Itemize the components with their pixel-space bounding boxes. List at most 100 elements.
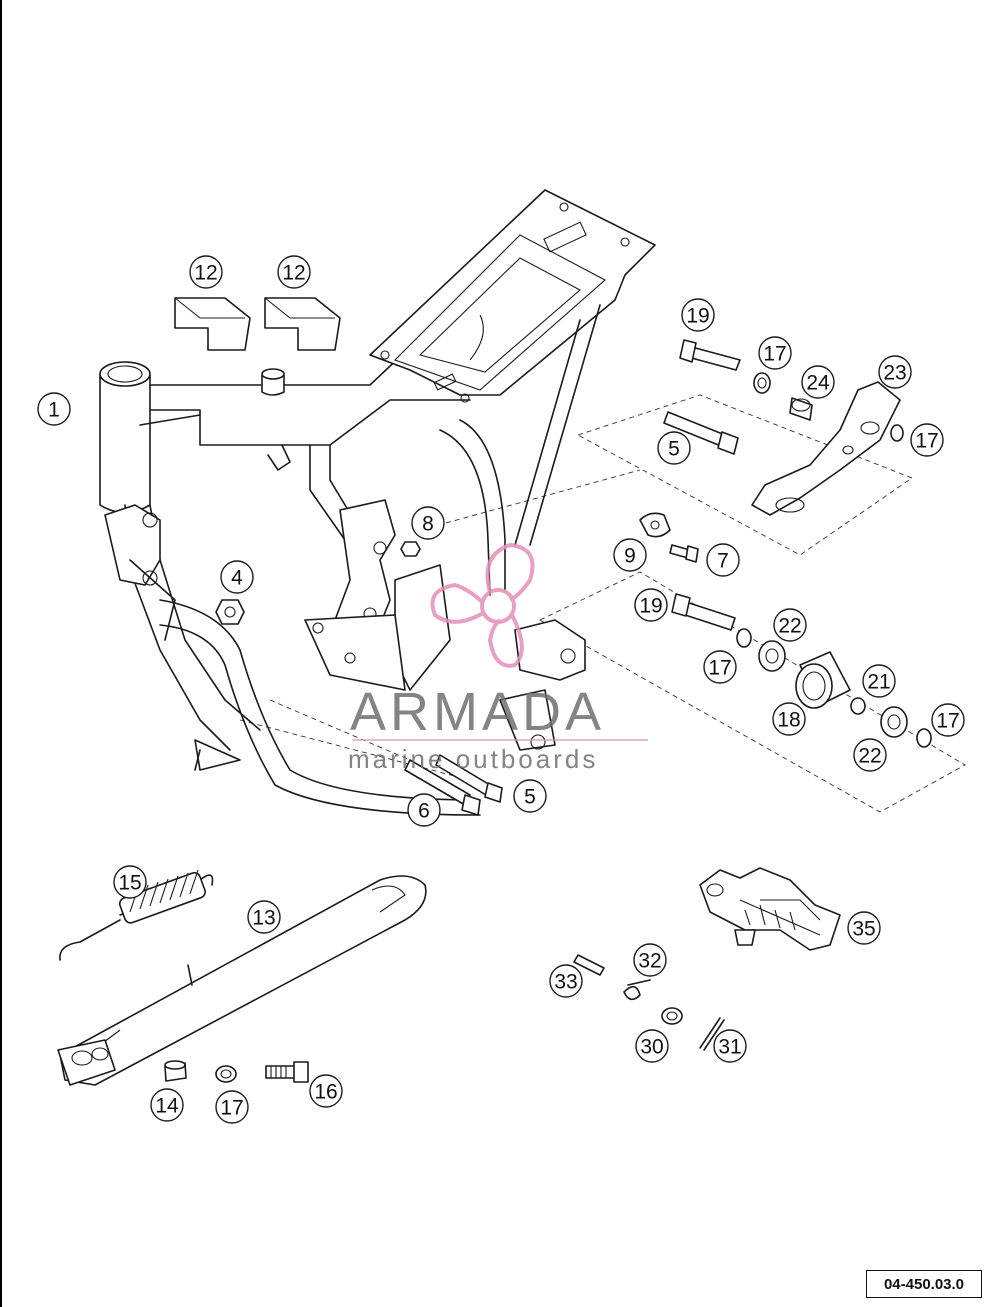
page-edge-rule (0, 0, 2, 1307)
callout-circle (613, 538, 647, 572)
callout-part-12: 12 (189, 255, 223, 289)
diagram-reference-code: 04-450.03.0 (866, 1270, 982, 1298)
callout-number: 18 (777, 709, 800, 732)
callout-circle (635, 1029, 669, 1063)
part-12-rubber-pads (174, 297, 341, 351)
callout-number: 32 (638, 950, 661, 973)
callout-circle (247, 900, 281, 934)
assembly-guide-lines (239, 394, 966, 813)
callout-number: 17 (915, 430, 938, 453)
callout-part-33: 33 (549, 964, 583, 998)
callout-part-19: 19 (681, 298, 715, 332)
callout-circle (758, 336, 792, 370)
callout-part-17: 17 (215, 1090, 249, 1124)
callout-circle (113, 865, 147, 899)
callout-number: 17 (220, 1097, 243, 1120)
callout-circle (773, 608, 807, 642)
callout-part-4: 4 (220, 560, 254, 594)
callout-part-1: 1 (37, 392, 71, 426)
callout-number: 8 (422, 513, 434, 536)
callout-part-32: 32 (633, 943, 667, 977)
callout-circle (862, 664, 896, 698)
callout-part-23: 23 (878, 355, 912, 389)
part-8-nut (400, 541, 421, 557)
callout-circle (189, 255, 223, 289)
callout-number: 5 (668, 438, 680, 461)
callout-number: 13 (252, 907, 275, 930)
callout-part-14: 14 (150, 1088, 184, 1122)
callout-number: 15 (118, 872, 141, 895)
callout-number: 30 (640, 1036, 663, 1059)
callout-part-18: 18 (772, 702, 806, 736)
callout-part-30: 30 (635, 1029, 669, 1063)
callout-part-22: 22 (853, 738, 887, 772)
callout-part-35: 35 (847, 911, 881, 945)
callout-circle (633, 943, 667, 977)
callout-number: 1 (48, 399, 60, 422)
brake-pedal-assembly (663, 339, 904, 516)
callout-number: 21 (867, 671, 890, 694)
callout-number: 35 (852, 918, 875, 941)
callout-part-16: 16 (309, 1074, 343, 1108)
callout-part-5: 5 (657, 431, 691, 465)
callout-circle (910, 423, 944, 457)
callout-circle (681, 298, 715, 332)
callout-circle (657, 431, 691, 465)
callout-part-17: 17 (703, 650, 737, 684)
callout-circle (853, 738, 887, 772)
callout-number: 17 (708, 657, 731, 680)
callout-part-9: 9 (613, 538, 647, 572)
callout-circle (703, 650, 737, 684)
callout-circle (150, 1088, 184, 1122)
part-9-clip-part-7-bolt (639, 512, 699, 563)
callout-part-13: 13 (247, 900, 281, 934)
callout-part-22: 22 (773, 608, 807, 642)
callout-number: 14 (155, 1095, 179, 1118)
callout-part-24: 24 (801, 365, 835, 399)
callout-circle (931, 703, 965, 737)
callout-number: 5 (524, 786, 536, 809)
callout-part-21: 21 (862, 664, 896, 698)
callout-circle (549, 964, 583, 998)
callout-number: 9 (624, 545, 636, 568)
callout-circle (706, 543, 740, 577)
part-5-6-bolts (404, 754, 503, 816)
callout-circle (801, 365, 835, 399)
watermark-tagline: marine outboards (348, 744, 598, 774)
callout-circle (220, 560, 254, 594)
callout-circle (513, 779, 547, 813)
propeller-logo (430, 542, 535, 668)
callout-number: 6 (418, 800, 430, 823)
callout-circle (772, 702, 806, 736)
callout-part-17: 17 (910, 423, 944, 457)
part-4-nut (215, 599, 245, 625)
callout-number: 4 (231, 567, 243, 590)
callout-part-15: 15 (113, 865, 147, 899)
watermark-brand: ARMADA (350, 682, 605, 742)
callout-number: 22 (858, 745, 881, 768)
callout-part-8: 8 (411, 506, 445, 540)
callout-number: 17 (763, 343, 786, 366)
callout-number: 23 (883, 362, 906, 385)
callout-number: 24 (806, 372, 830, 395)
callout-circle (215, 1090, 249, 1124)
callout-number: 33 (554, 971, 577, 994)
callout-part-17: 17 (758, 336, 792, 370)
callout-number: 12 (194, 262, 217, 285)
callout-number: 16 (314, 1081, 337, 1104)
callout-number: 19 (686, 305, 709, 328)
footpeg-assembly (573, 867, 841, 1051)
callout-number: 22 (778, 615, 801, 638)
callout-part-31: 31 (713, 1029, 747, 1063)
callout-number: 12 (282, 262, 305, 285)
callout-circle (407, 793, 441, 827)
callout-circle (878, 355, 912, 389)
callout-number: 31 (718, 1036, 741, 1059)
callout-circle (37, 392, 71, 426)
callout-part-17: 17 (931, 703, 965, 737)
callout-part-19: 19 (634, 588, 668, 622)
callout-circle (713, 1029, 747, 1063)
callout-number: 17 (936, 710, 959, 733)
